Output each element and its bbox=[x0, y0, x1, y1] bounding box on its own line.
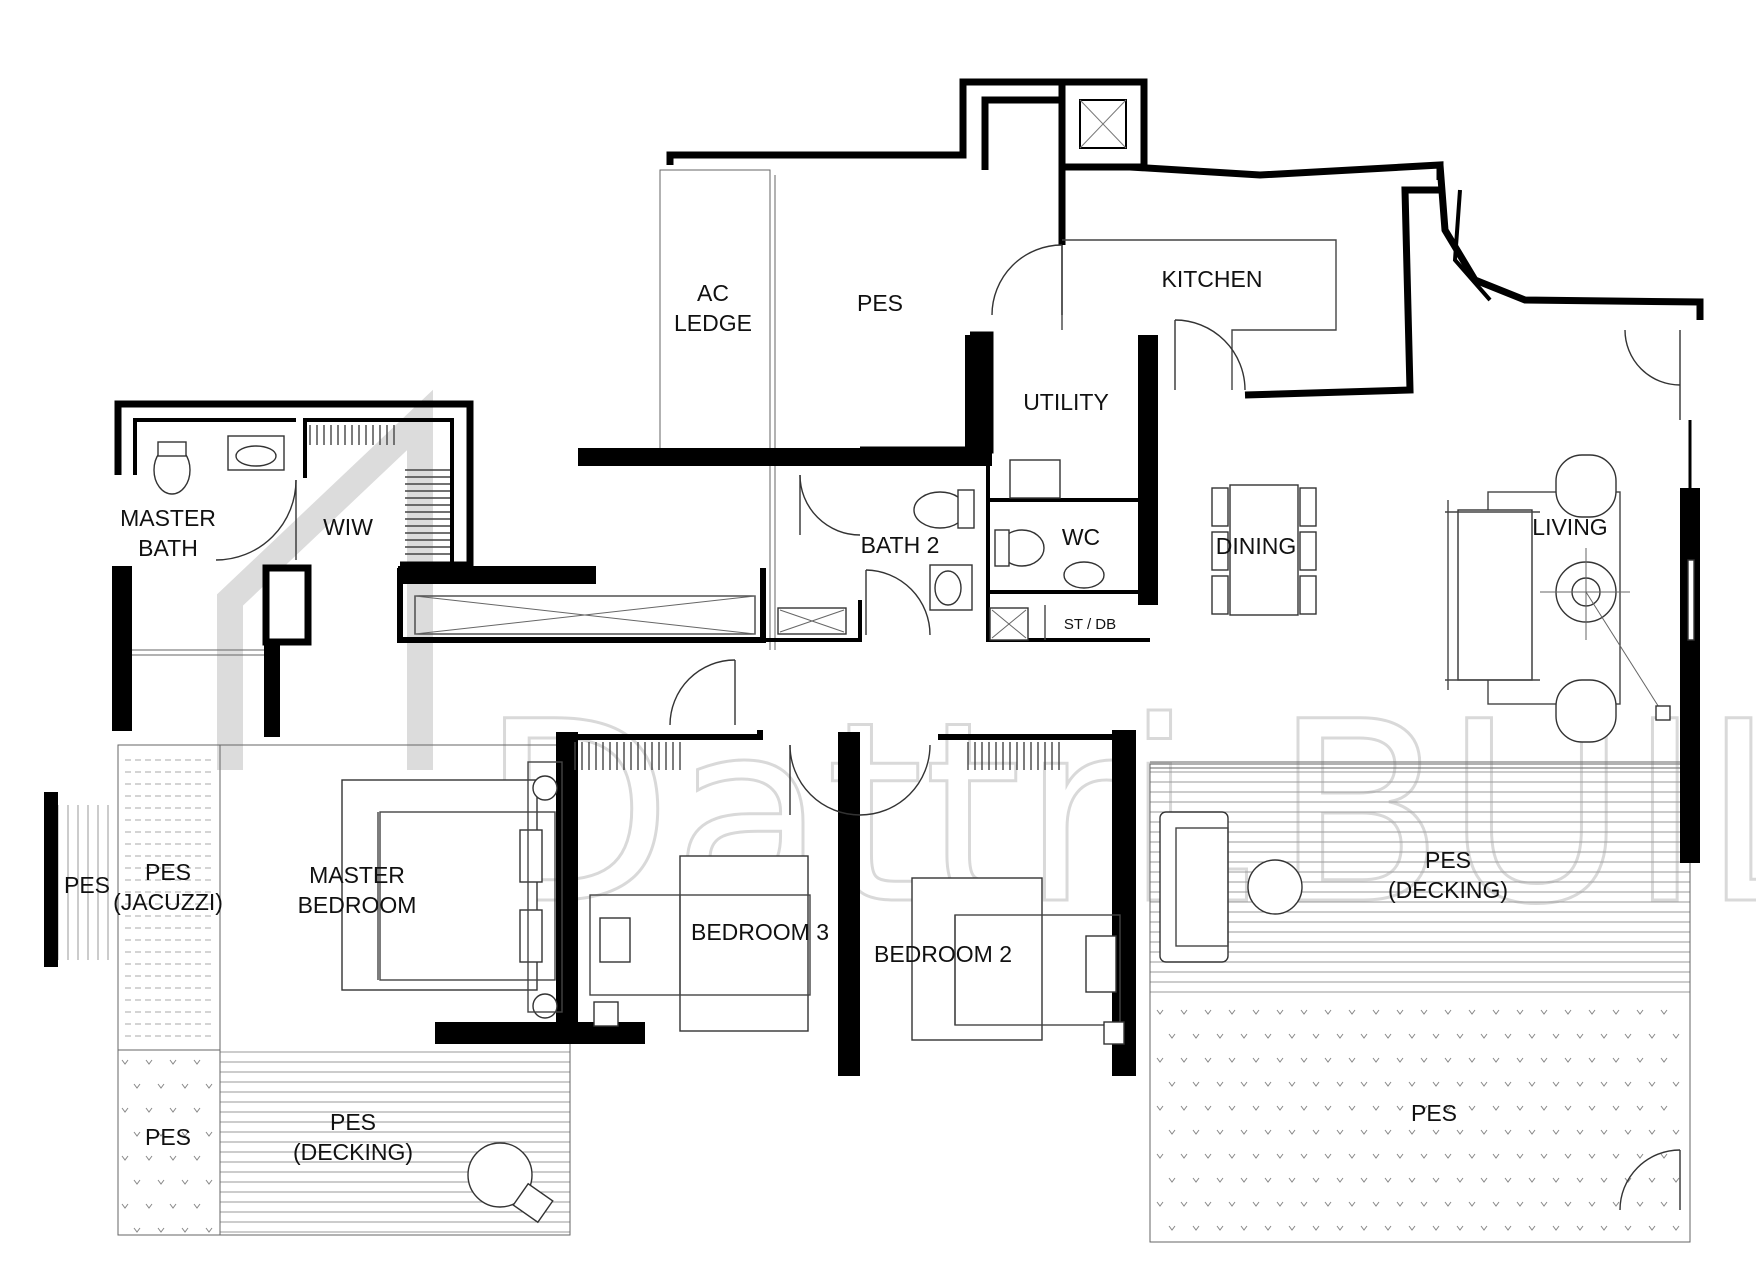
label-master-bedroom-1: MASTER bbox=[309, 862, 405, 888]
label-pes-jacuzzi-2: (JACUZZI) bbox=[113, 889, 223, 915]
label-dining: DINING bbox=[1216, 533, 1297, 559]
label-wc: WC bbox=[1062, 524, 1100, 550]
label-pes-decking-right-2: (DECKING) bbox=[1388, 877, 1508, 903]
label-master-bath-1: MASTER bbox=[120, 505, 216, 531]
label-utility: UTILITY bbox=[1023, 389, 1109, 415]
label-st-db: ST / DB bbox=[1064, 616, 1116, 633]
label-bedroom-2: BEDROOM 2 bbox=[874, 941, 1012, 967]
label-pes-decking-right-1: PES bbox=[1425, 847, 1471, 873]
interior-details bbox=[153, 239, 1695, 1224]
walls bbox=[44, 78, 1704, 1076]
room-labels: AC LEDGE PES KITCHEN UTILITY WC ST / DB … bbox=[64, 266, 1608, 1165]
label-master-bath-2: BATH bbox=[138, 535, 198, 561]
label-pes-jacuzzi-1: PES bbox=[145, 859, 191, 885]
label-ac-ledge-1: AC bbox=[697, 280, 729, 306]
label-bath-2: BATH 2 bbox=[861, 532, 940, 558]
label-pes-top: PES bbox=[857, 290, 903, 316]
label-pes-decking-bottom-1: PES bbox=[330, 1109, 376, 1135]
planter-left bbox=[121, 759, 215, 1233]
label-living: LIVING bbox=[1532, 514, 1607, 540]
label-pes-decking-bottom-2: (DECKING) bbox=[293, 1139, 413, 1165]
label-ac-ledge-2: LEDGE bbox=[674, 310, 752, 336]
label-pes-bottom-right: PES bbox=[1411, 1100, 1457, 1126]
label-kitchen: KITCHEN bbox=[1162, 266, 1263, 292]
doors bbox=[215, 244, 1681, 1211]
planter-right bbox=[1156, 1009, 1680, 1231]
label-bedroom-3: BEDROOM 3 bbox=[691, 919, 829, 945]
label-pes-bottom-left: PES bbox=[145, 1124, 191, 1150]
label-master-bedroom-2: BEDROOM bbox=[298, 892, 417, 918]
decking-right bbox=[1150, 771, 1690, 993]
label-wiw: WIW bbox=[323, 514, 373, 540]
label-pes-left: PES bbox=[64, 872, 110, 898]
